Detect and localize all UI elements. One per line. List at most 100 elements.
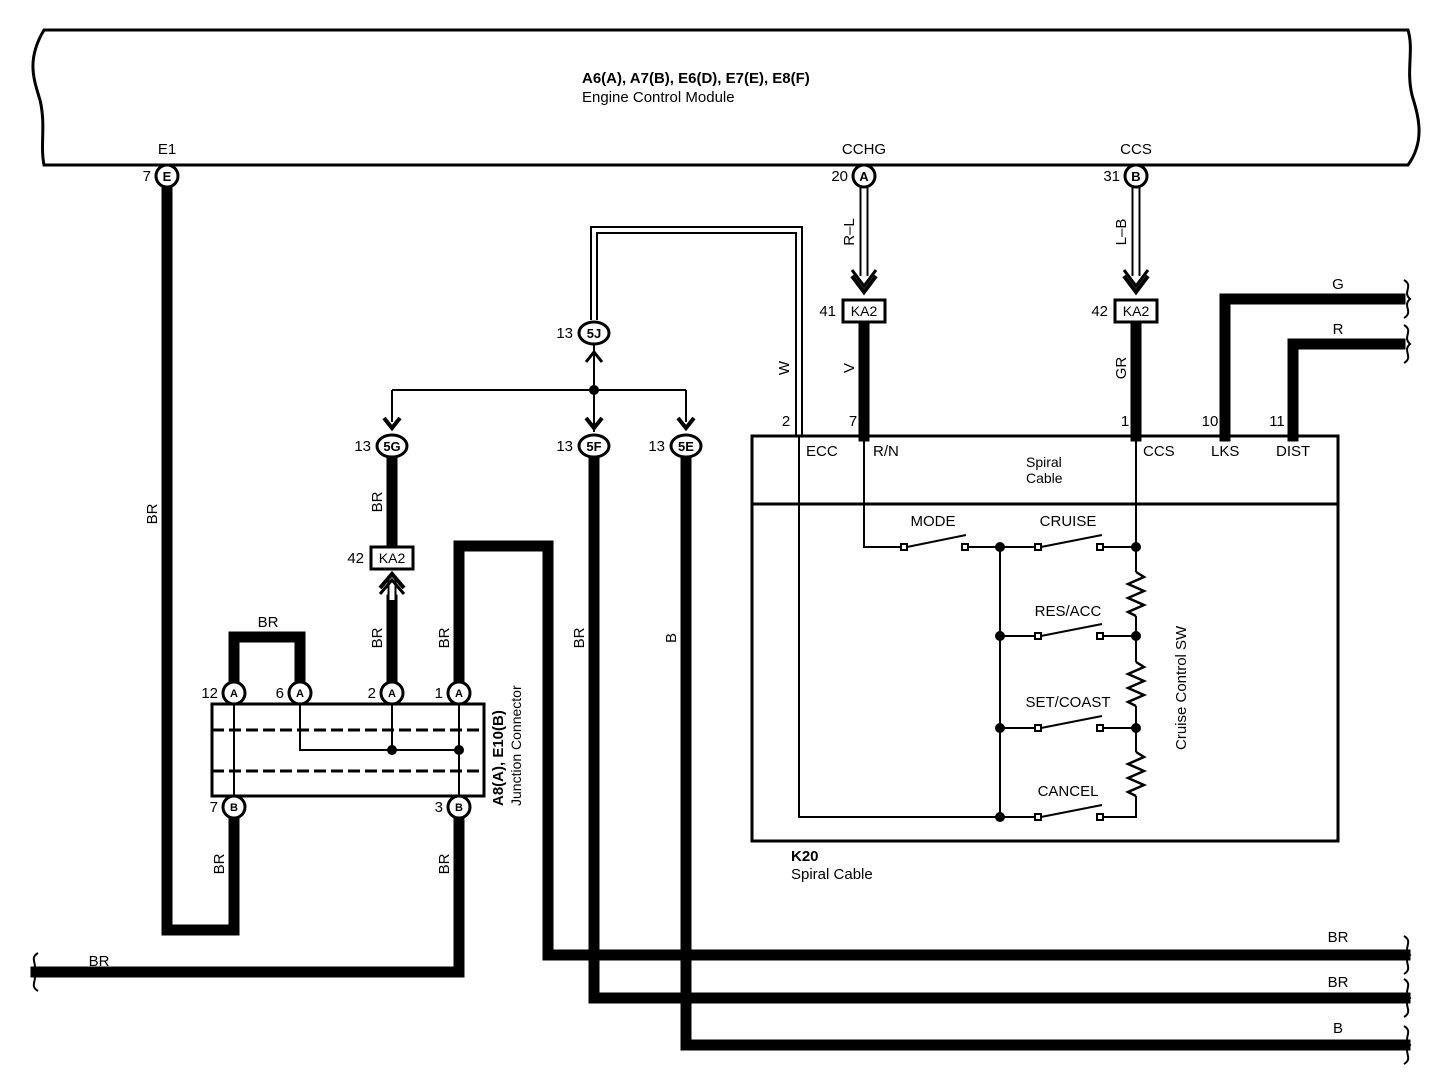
junction-pin-b7-number: 7 (210, 799, 218, 816)
arrowheads (378, 269, 1150, 595)
spiral-pin-ecc-name: ECC (806, 443, 838, 460)
wire-label-ecc: W (776, 360, 793, 375)
j5j-pin: 13 (556, 325, 573, 342)
junction-pin-1 (446, 680, 472, 706)
junction-subtitle: Junction Connector (508, 685, 524, 806)
ecm-pin-e1-number: 7 (143, 168, 151, 185)
junction-pin-2-letter: A (388, 688, 396, 700)
ka2-junction-pin: 42 (347, 550, 364, 567)
wire-label-left-out: BR (89, 953, 110, 970)
junction-pin-b7 (221, 794, 247, 820)
junction-title: A8(A), E10(B) (490, 710, 507, 806)
spiral-pin-ccs-number: 1 (1121, 413, 1129, 430)
wire-label-5f: BR (571, 627, 588, 648)
wire-label-pin1: BR (436, 627, 453, 648)
wire-label-cchg-lower: V (841, 363, 858, 373)
junction-pin-b3 (446, 794, 472, 820)
wire-label-ka2-down: BR (369, 627, 386, 648)
wire-break-marks (30, 279, 1412, 1065)
wire-label-ccs-lower: GR (1113, 357, 1130, 380)
ka2-ccs-connector (1113, 298, 1159, 324)
ecm-terminal-e1: E1 (158, 141, 176, 158)
junction-pin-2-number: 2 (368, 685, 376, 702)
ecm-pin-cchg-letter: A (859, 169, 869, 184)
junction-pin-1-number: 1 (435, 685, 443, 702)
j5f-label: 5F (586, 439, 601, 454)
ecm-pin-ccs-letter: B (1131, 169, 1140, 184)
wire-label-b3: BR (436, 853, 453, 874)
ecm-title: A6(A), A7(B), E6(D), E7(E), E8(F) (582, 70, 810, 87)
ecm-pin-e1-letter: E (163, 169, 172, 184)
spiral-pin-rn-number: 7 (849, 413, 857, 430)
switch-label-mode: MODE (911, 513, 956, 530)
junction-pin-6 (287, 680, 313, 706)
ecm-pin-ccs (1123, 163, 1149, 189)
junction-pin-12-letter: A (230, 688, 238, 700)
ka2-junction-label: KA2 (379, 550, 406, 566)
heavy-wires (30, 180, 1411, 1051)
junction-pin-2 (379, 680, 405, 706)
wire-label-cchg-upper: R–L (841, 218, 858, 246)
ka2-cchg-label: KA2 (851, 303, 878, 319)
j5f-connector (577, 433, 611, 459)
j5g-pin: 13 (354, 438, 371, 455)
splice-wires (382, 345, 696, 432)
junction-pin-b7-letter: B (230, 802, 238, 814)
wire-label-out3: B (1333, 1020, 1343, 1037)
spiral-pin-lks-name: LKS (1211, 443, 1239, 460)
junction-pin-6-letter: A (296, 688, 304, 700)
wire-label-e1: BR (144, 503, 161, 524)
ecm-pin-ccs-number: 31 (1103, 168, 1120, 185)
junction-pin-b3-number: 3 (435, 799, 443, 816)
switch-label-cruise: CRUISE (1040, 513, 1097, 530)
wire-label-jumper: BR (258, 614, 279, 631)
spiral-pin-rn-name: R/N (873, 443, 899, 460)
ka2-ccs-label: KA2 (1123, 303, 1150, 319)
ecm-terminal-cchg: CCHG (842, 141, 886, 158)
wire-label-ccs-upper: L–B (1113, 219, 1130, 246)
j5e-label: 5E (678, 439, 694, 454)
spiral-pin-lks-number: 10 (1202, 413, 1219, 430)
wire-label-out1: BR (1328, 929, 1349, 946)
j5j-connector (577, 320, 611, 346)
junction-pin-12-number: 12 (201, 685, 218, 702)
wire-label-b7: BR (211, 853, 228, 874)
j5e-connector (669, 433, 703, 459)
wire-label-5e: B (663, 633, 680, 643)
j5g-label: 5G (383, 439, 400, 454)
j5g-connector (375, 433, 409, 459)
ecm-pin-e1 (154, 163, 180, 189)
ka2-cchg-pin: 41 (819, 303, 836, 320)
junction-connector-box (210, 702, 486, 798)
cruise-control-sw-label: Cruise Control SW (1173, 625, 1190, 750)
ka2-ccs-pin: 42 (1091, 303, 1108, 320)
j5e-pin: 13 (648, 438, 665, 455)
j5f-pin: 13 (556, 438, 573, 455)
spiral-title: K20 (791, 848, 819, 865)
spiral-subtitle: Spiral Cable (791, 866, 873, 883)
ka2-cchg-connector (841, 298, 887, 324)
shield-wires (387, 188, 1141, 600)
j5j-label: 5J (587, 326, 601, 341)
spiral-pin-ecc-number: 2 (782, 413, 790, 430)
ecm-pin-cchg (851, 163, 877, 189)
junction-pin-12 (221, 680, 247, 706)
junction-pin-b3-letter: B (455, 802, 463, 814)
wire-label-5g: BR (369, 491, 386, 512)
spiral-pin-dist-name: DIST (1276, 443, 1310, 460)
ka2-junction-connector (369, 545, 415, 571)
spiral-pin-ccs-name: CCS (1143, 443, 1175, 460)
ecm-pin-cchg-number: 20 (831, 168, 848, 185)
ecm-banner (31, 28, 1421, 167)
switch-label-set-coast: SET/COAST (1025, 694, 1110, 711)
junction-pin-1-letter: A (455, 688, 463, 700)
ecm-subtitle: Engine Control Module (582, 89, 735, 106)
spiral-cable-box (750, 434, 1340, 843)
switch-label-cancel: CANCEL (1038, 783, 1099, 800)
wire-label-g: G (1332, 276, 1344, 293)
wire-label-out2: BR (1328, 974, 1349, 991)
spiral-inner-label-2: Cable (1026, 470, 1063, 486)
ecm-terminal-ccs: CCS (1120, 141, 1152, 158)
switch-label-res-acc: RES/ACC (1035, 603, 1102, 620)
